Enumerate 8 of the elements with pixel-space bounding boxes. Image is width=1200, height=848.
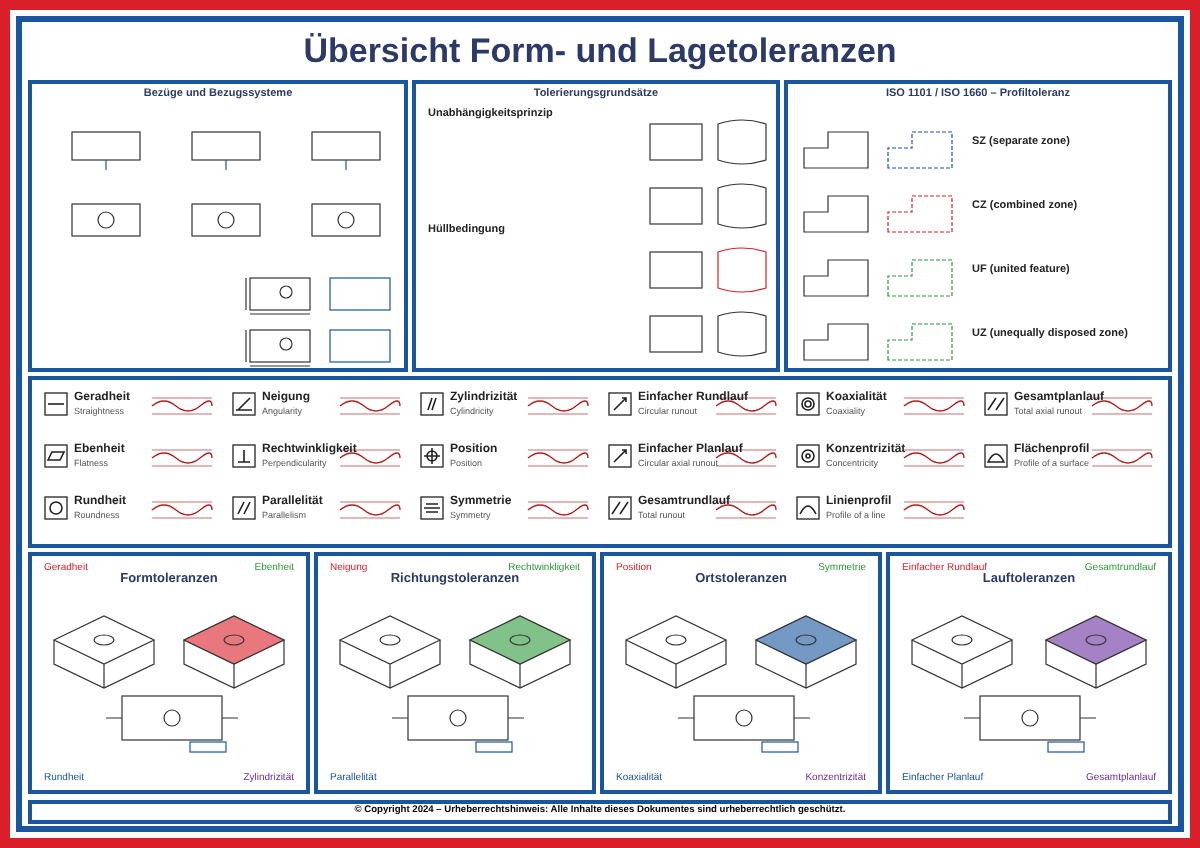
panel [886, 552, 1172, 794]
poster-title: Übersicht Form- und Lagetoleranzen [301, 32, 899, 72]
panel [784, 80, 1172, 372]
panel [600, 552, 882, 794]
panel [412, 80, 780, 372]
panel [28, 552, 310, 794]
panel [28, 80, 408, 372]
panel [314, 552, 596, 794]
